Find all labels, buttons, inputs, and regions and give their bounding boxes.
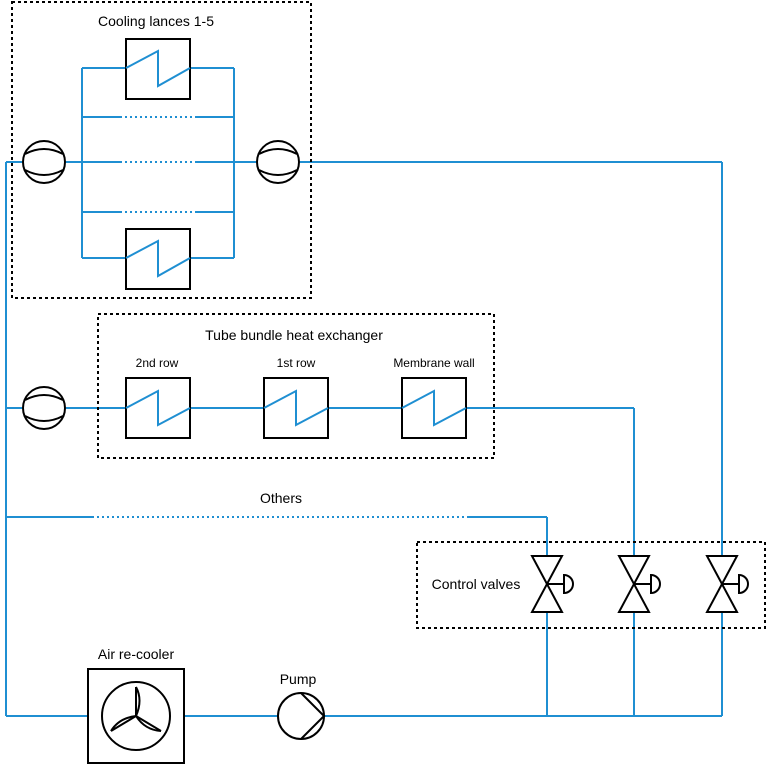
air-recooler-label: Air re-cooler — [98, 646, 175, 662]
flow-meter-icon — [22, 386, 66, 430]
heat-exchanger-icon — [263, 377, 329, 439]
heat-exchanger-icon — [125, 228, 191, 290]
pipe-network — [5, 67, 723, 717]
flow-meter-icon — [256, 140, 300, 184]
cooling-lances-group-box — [11, 1, 312, 299]
control-valve-icon — [617, 555, 661, 613]
flow-meter-icon — [22, 140, 66, 184]
control-valve-icon — [530, 555, 574, 613]
tube-bundle-label: Tube bundle heat exchanger — [205, 327, 383, 343]
others-label: Others — [260, 490, 302, 506]
first-row-label: 1st row — [277, 356, 316, 370]
heat-exchanger-icon — [125, 377, 191, 439]
heat-exchanger-icon — [125, 38, 191, 100]
tube-bundle-group-box — [97, 313, 495, 459]
membrane-wall-label: Membrane wall — [393, 356, 474, 370]
control-valves-group-box — [416, 541, 766, 629]
fan-icon — [87, 668, 185, 764]
second-row-label: 2nd row — [136, 356, 179, 370]
heat-exchanger-icon — [401, 377, 467, 439]
cooling-lances-label: Cooling lances 1-5 — [98, 13, 214, 29]
pump-icon — [277, 692, 326, 740]
control-valves-label: Control valves — [432, 576, 521, 592]
control-valve-icon — [705, 555, 749, 613]
pump-label: Pump — [280, 671, 317, 687]
